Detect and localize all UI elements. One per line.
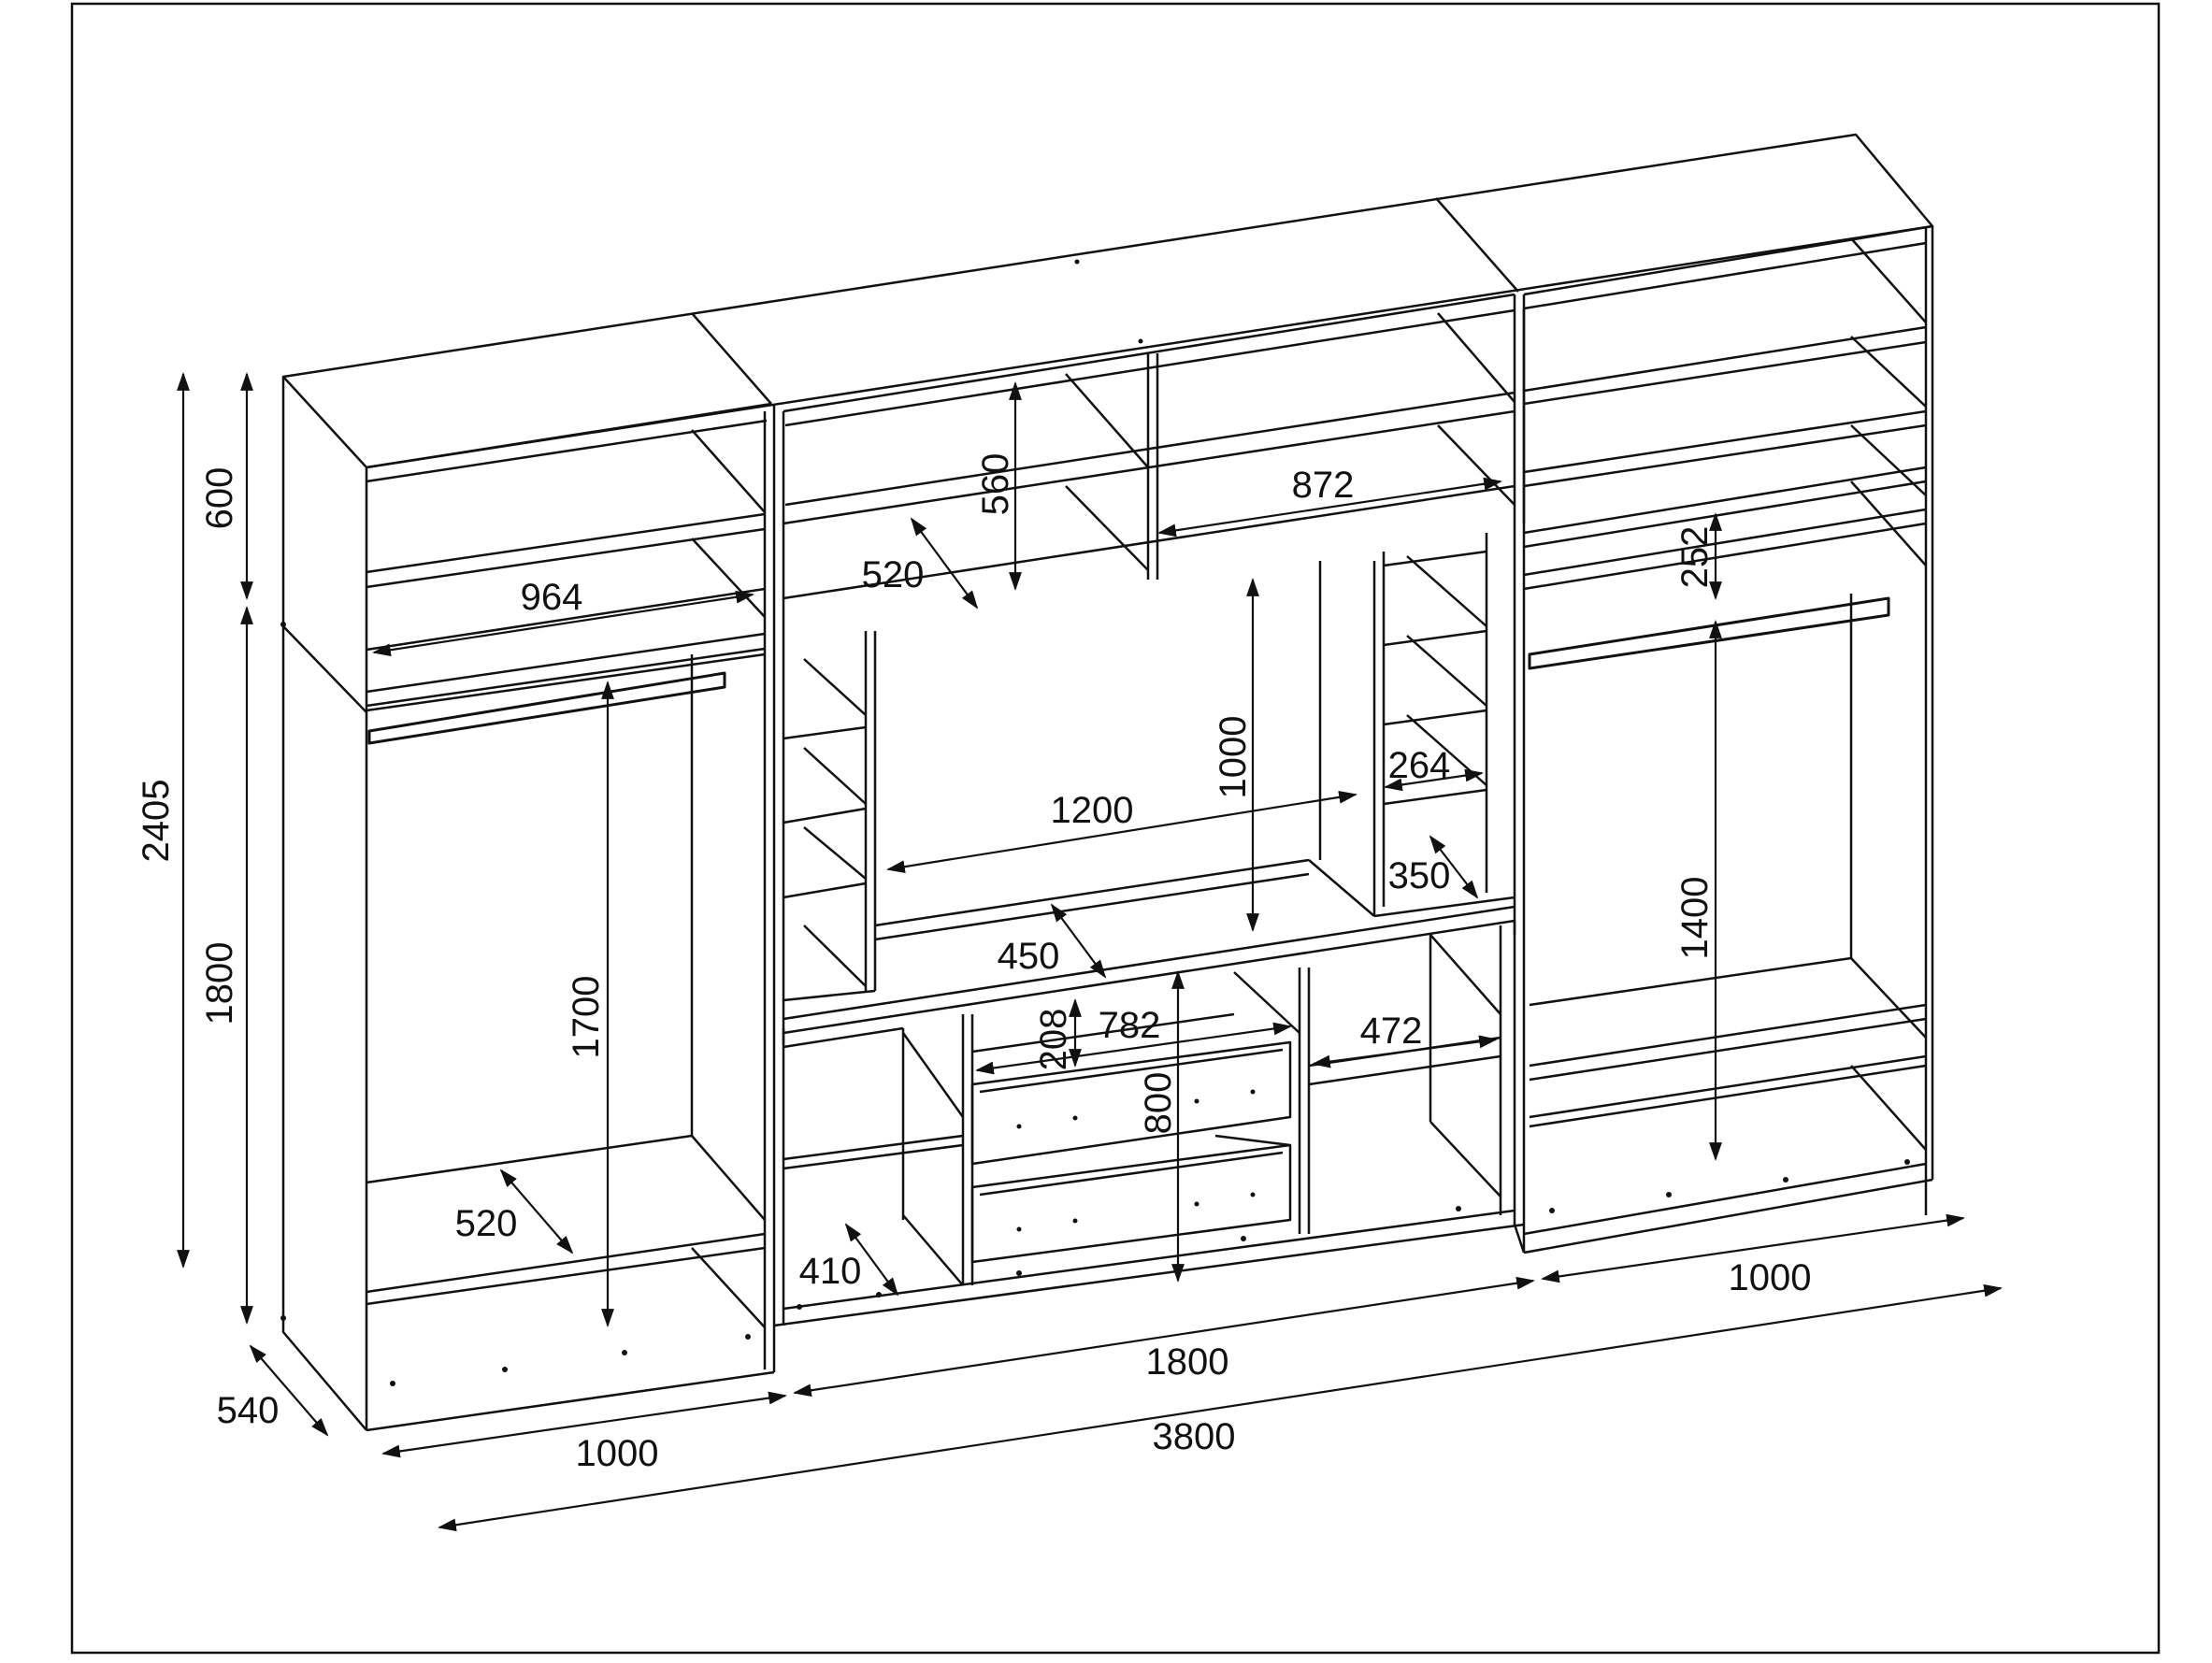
dim-lower-left-shelf-depth: 410 xyxy=(799,1251,862,1292)
drawing-frame xyxy=(70,2,2161,1655)
dimension-lines xyxy=(177,372,2003,1532)
dim-side-shelf-width: 264 xyxy=(1388,745,1451,786)
dim-lower-right-shelf-width: 472 xyxy=(1360,1011,1423,1052)
dim-middle-top-right-width: 872 xyxy=(1292,465,1355,506)
dim-side-shelf-depth: 350 xyxy=(1388,855,1451,896)
dim-middle-top-shelf-depth: 520 xyxy=(862,554,925,595)
dim-right-rail-height: 1400 xyxy=(1674,877,1716,960)
dim-drawer-height: 208 xyxy=(1033,1009,1074,1071)
dim-right-module-width: 1000 xyxy=(1729,1257,1812,1298)
dim-depth: 540 xyxy=(217,1390,280,1431)
dim-tv-niche-height: 1000 xyxy=(1213,716,1254,799)
dim-top-section-height: 600 xyxy=(199,467,240,530)
dim-left-top-shelf-width: 964 xyxy=(521,577,583,618)
dim-tv-niche-width: 1200 xyxy=(1051,790,1134,831)
dim-middle-module-width: 1800 xyxy=(1146,1341,1229,1383)
dim-drawer-section-height: 800 xyxy=(1138,1072,1179,1135)
dim-lower-section-height: 1800 xyxy=(199,942,240,1025)
dim-left-module-width: 1000 xyxy=(576,1433,659,1474)
wardrobe-body xyxy=(281,133,1934,1432)
dim-total-width: 3800 xyxy=(1153,1416,1236,1457)
dim-right-top-height: 252 xyxy=(1674,526,1716,589)
dim-total-height: 2405 xyxy=(136,780,177,863)
dim-tv-shelf-depth: 450 xyxy=(998,936,1060,977)
dim-left-bottom-shelf-depth: 520 xyxy=(455,1203,518,1244)
dim-left-rail-height: 1700 xyxy=(566,976,607,1059)
dim-drawer-width: 782 xyxy=(1099,1005,1161,1046)
dim-middle-top-height: 560 xyxy=(975,453,1016,516)
